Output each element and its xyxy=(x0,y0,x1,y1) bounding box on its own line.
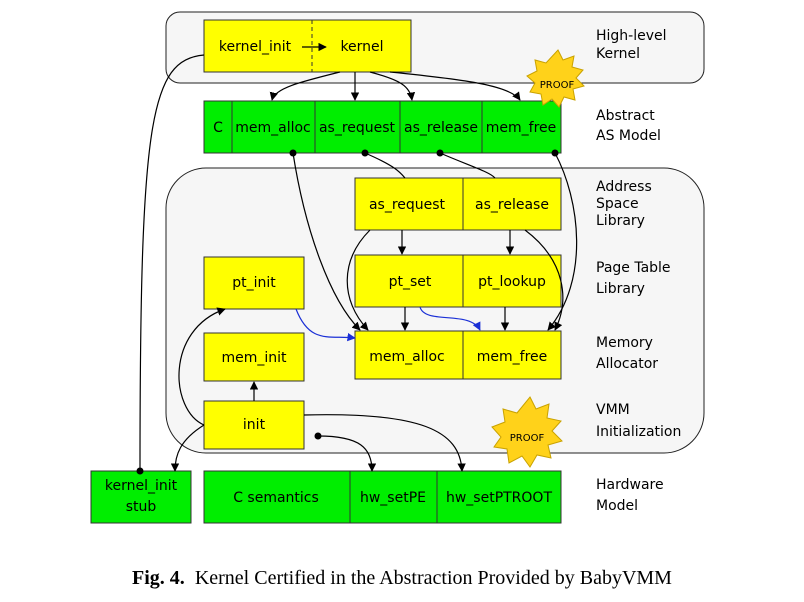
edge-memalloc-impl xyxy=(292,152,361,331)
kernel-label: kernel xyxy=(340,39,383,55)
mem-free-label: mem_free xyxy=(477,349,548,365)
proof-badge-top: PROOF xyxy=(526,49,585,108)
edge-init-ptinit xyxy=(178,307,226,426)
pt-init-label: pt_init xyxy=(232,275,276,291)
kernel-init-stub-box xyxy=(90,470,192,524)
mem-alloc-top-label: mem_alloc xyxy=(235,120,311,136)
proof-badge-bottom: PROOF xyxy=(491,396,563,468)
layer-memory-2: Allocator xyxy=(596,356,658,372)
figure-caption: Fig. 4. Kernel Certified in the Abstract… xyxy=(132,567,672,589)
layer-address-2: Space xyxy=(596,196,639,212)
as-request-top-label: as_request xyxy=(319,120,396,136)
proof-bottom-label: PROOF xyxy=(510,433,545,444)
layer-memory-1: Memory xyxy=(596,335,653,351)
layer-high-level-1: High-level xyxy=(596,28,667,44)
abstract-as-row-box xyxy=(203,100,562,154)
layer-hardware-2: Model xyxy=(596,498,638,514)
kernel-init-stub-label-2: stub xyxy=(126,499,157,515)
init-box xyxy=(203,400,305,450)
edge-kernel-memfree xyxy=(389,71,521,101)
edge-kernelinit-stub xyxy=(139,54,205,472)
edge-memfree-impl xyxy=(547,152,578,331)
mem-init-label: mem_init xyxy=(221,350,287,366)
hw-setpe-label: hw_setPE xyxy=(360,490,426,506)
as-release-top-label: as_release xyxy=(404,120,478,136)
edge-asrelease-memfree xyxy=(524,229,564,331)
layer-abstract-1: Abstract xyxy=(596,108,655,124)
layer-high-level-2: Kernel xyxy=(596,46,640,62)
hardware-model-box xyxy=(203,470,562,524)
layer-address-3: Library xyxy=(596,213,645,229)
pt-lookup-label: pt_lookup xyxy=(478,274,546,290)
edge-asrequest-impl xyxy=(364,152,406,179)
hw-setptroot-label: hw_setPTROOT xyxy=(446,490,552,506)
memory-allocator-box xyxy=(354,330,562,380)
layer-hardware-1: Hardware xyxy=(596,477,664,493)
edge-init-stub xyxy=(170,424,205,472)
init-label: init xyxy=(243,417,266,433)
caption-label: Fig. 4. xyxy=(132,567,185,589)
c-label: C xyxy=(213,120,223,136)
layer-page-table-2: Library xyxy=(596,281,645,297)
pt-init-box xyxy=(203,256,305,310)
layer-abstract-2: AS Model xyxy=(596,128,661,144)
c-semantics-label: C semantics xyxy=(233,490,319,506)
edge-init-hwsetpe xyxy=(317,435,377,472)
edge-asrelease-impl xyxy=(439,152,496,179)
caption-text: Kernel Certified in the Abstraction Prov… xyxy=(195,567,672,589)
as-request-label: as_request xyxy=(369,197,446,213)
as-release-label: as_release xyxy=(475,197,549,213)
layer-page-table-1: Page Table xyxy=(596,260,671,276)
mem-init-box xyxy=(203,332,305,382)
layer-vmm-1: VMM xyxy=(596,402,630,418)
edge-kernel-asrelease xyxy=(369,71,416,101)
edge-init-hwsetptroot xyxy=(303,414,466,472)
edge-kernel-memalloc xyxy=(269,71,341,101)
kernel-init-stub-label-1: kernel_init xyxy=(105,478,178,494)
address-space-box xyxy=(354,177,562,231)
kernel-row-box xyxy=(203,19,412,73)
mem-free-top-label: mem_free xyxy=(486,120,557,136)
edge-ptset-memfree-blue xyxy=(419,306,481,331)
mem-alloc-label: mem_alloc xyxy=(369,349,445,365)
edge-asrequest-memalloc xyxy=(346,229,371,331)
edge-ptinit-memalloc-blue xyxy=(295,308,356,342)
layer-address-1: Address xyxy=(596,179,652,195)
layer-vmm-2: Initialization xyxy=(596,424,681,440)
proof-top-label: PROOF xyxy=(540,80,575,91)
kernel-init-label: kernel_init xyxy=(219,39,292,55)
library-region xyxy=(165,167,705,454)
pt-set-label: pt_set xyxy=(389,274,432,290)
